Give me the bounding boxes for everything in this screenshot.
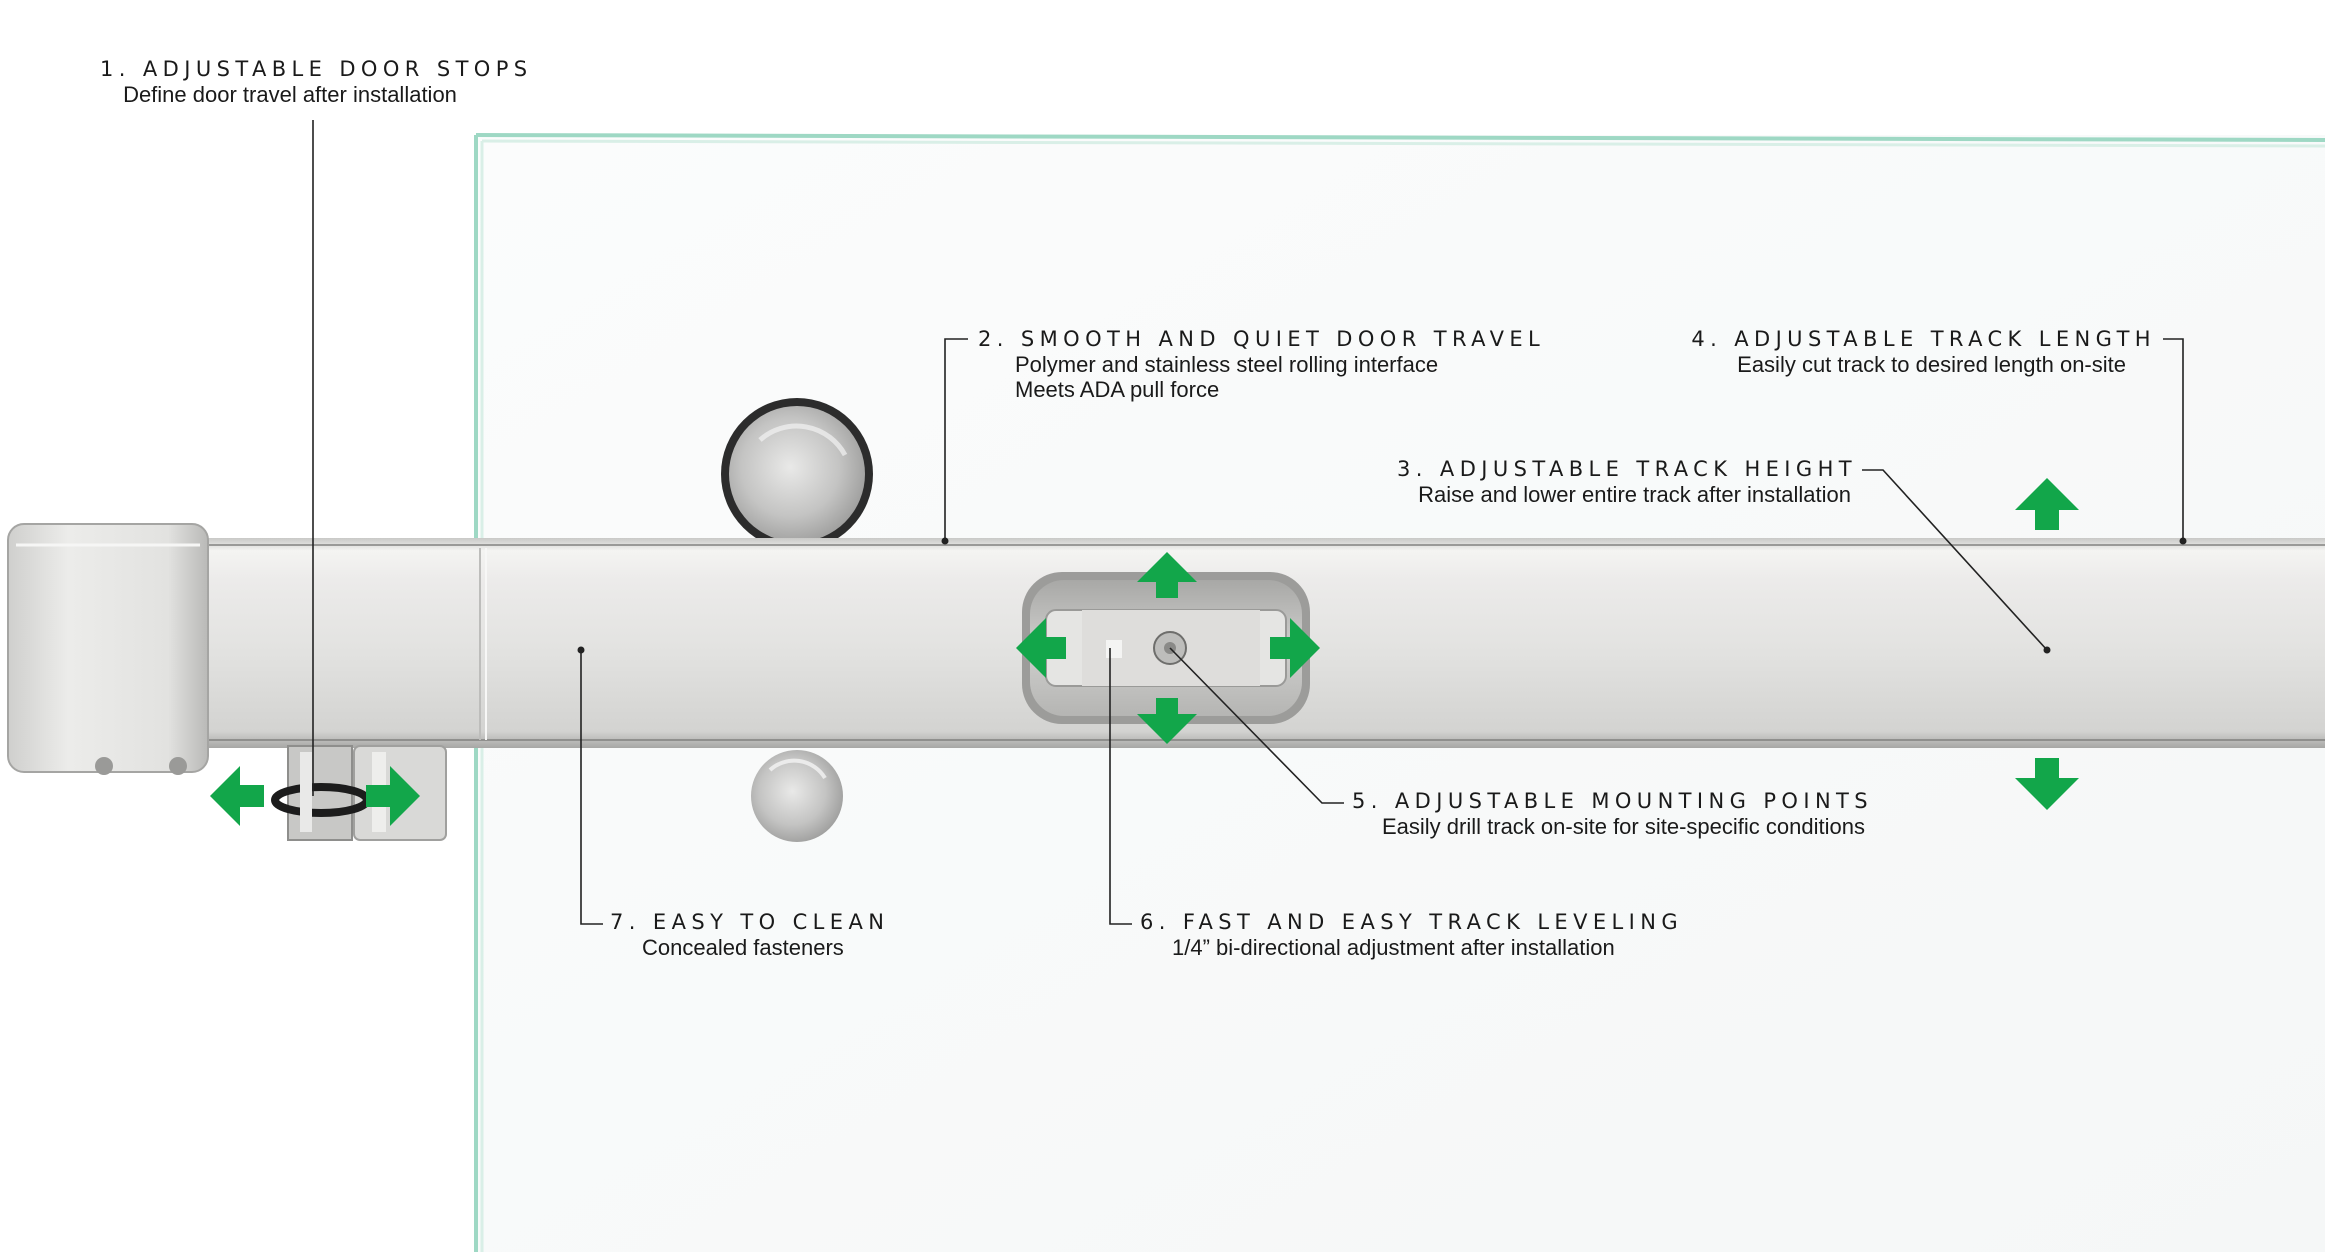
arrow-right-icon	[1270, 618, 1320, 678]
arrow-down-icon	[2015, 758, 2079, 810]
arrow-left-icon	[210, 766, 264, 826]
callout-description: Raise and lower entire track after insta…	[1418, 482, 1851, 507]
roller-wheel-bottom	[751, 750, 843, 842]
callout-title: 2. SMOOTH AND QUIET DOOR TRAVEL	[978, 327, 1546, 351]
callout-title: 5. ADJUSTABLE MOUNTING POINTS	[1352, 789, 1874, 813]
callout-smooth-door-travel: 2. SMOOTH AND QUIET DOOR TRAVEL Polymer …	[978, 326, 1545, 402]
arrow-down-icon	[1137, 698, 1197, 744]
callout-description: 1/4” bi-directional adjustment after ins…	[1172, 935, 1615, 960]
callout-title: 3. ADJUSTABLE TRACK HEIGHT	[1397, 457, 1857, 481]
track-end-cap	[7, 523, 209, 775]
roller-wheel-top	[721, 398, 873, 550]
callout-title: 1. ADJUSTABLE DOOR STOPS	[100, 57, 533, 81]
callout-description: Meets ADA pull force	[1015, 377, 1220, 402]
arrow-left-icon	[1016, 618, 1066, 678]
arrow-up-icon	[2015, 478, 2079, 530]
door-stop-assembly	[271, 745, 447, 841]
callout-easy-to-clean: 7. EASY TO CLEAN Concealed fasteners	[610, 909, 889, 960]
leader-dots	[577, 537, 2187, 654]
callout-title: 6. FAST AND EASY TRACK LEVELING	[1140, 910, 1684, 934]
callout-title: 4. ADJUSTABLE TRACK LENGTH	[1691, 327, 2156, 351]
arrow-right-icon	[366, 766, 420, 826]
callout-description: Easily cut track to desired length on-si…	[1737, 352, 2126, 377]
callout-description: Define door travel after installation	[123, 82, 457, 107]
arrow-up-icon	[1137, 552, 1197, 598]
callout-adjustable-door-stops: 1. ADJUSTABLE DOOR STOPS Define door tra…	[100, 56, 533, 107]
callout-fast-easy-track-leveling: 6. FAST AND EASY TRACK LEVELING 1/4” bi-…	[1140, 909, 1683, 960]
leveling-pocket	[1022, 572, 1310, 724]
callout-description: Polymer and stainless steel rolling inte…	[1015, 352, 1439, 377]
callout-description: Concealed fasteners	[642, 935, 844, 960]
callout-description: Easily drill track on-site for site-spec…	[1382, 814, 1865, 839]
callout-adjustable-track-length: 4. ADJUSTABLE TRACK LENGTH Easily cut tr…	[1640, 326, 2156, 377]
leader-lines	[312, 120, 2184, 925]
callout-adjustable-track-height: 3. ADJUSTABLE TRACK HEIGHT Raise and low…	[1300, 456, 1857, 507]
callout-adjustable-mounting-points: 5. ADJUSTABLE MOUNTING POINTS Easily dri…	[1352, 788, 1873, 839]
callout-title: 7. EASY TO CLEAN	[610, 910, 890, 934]
